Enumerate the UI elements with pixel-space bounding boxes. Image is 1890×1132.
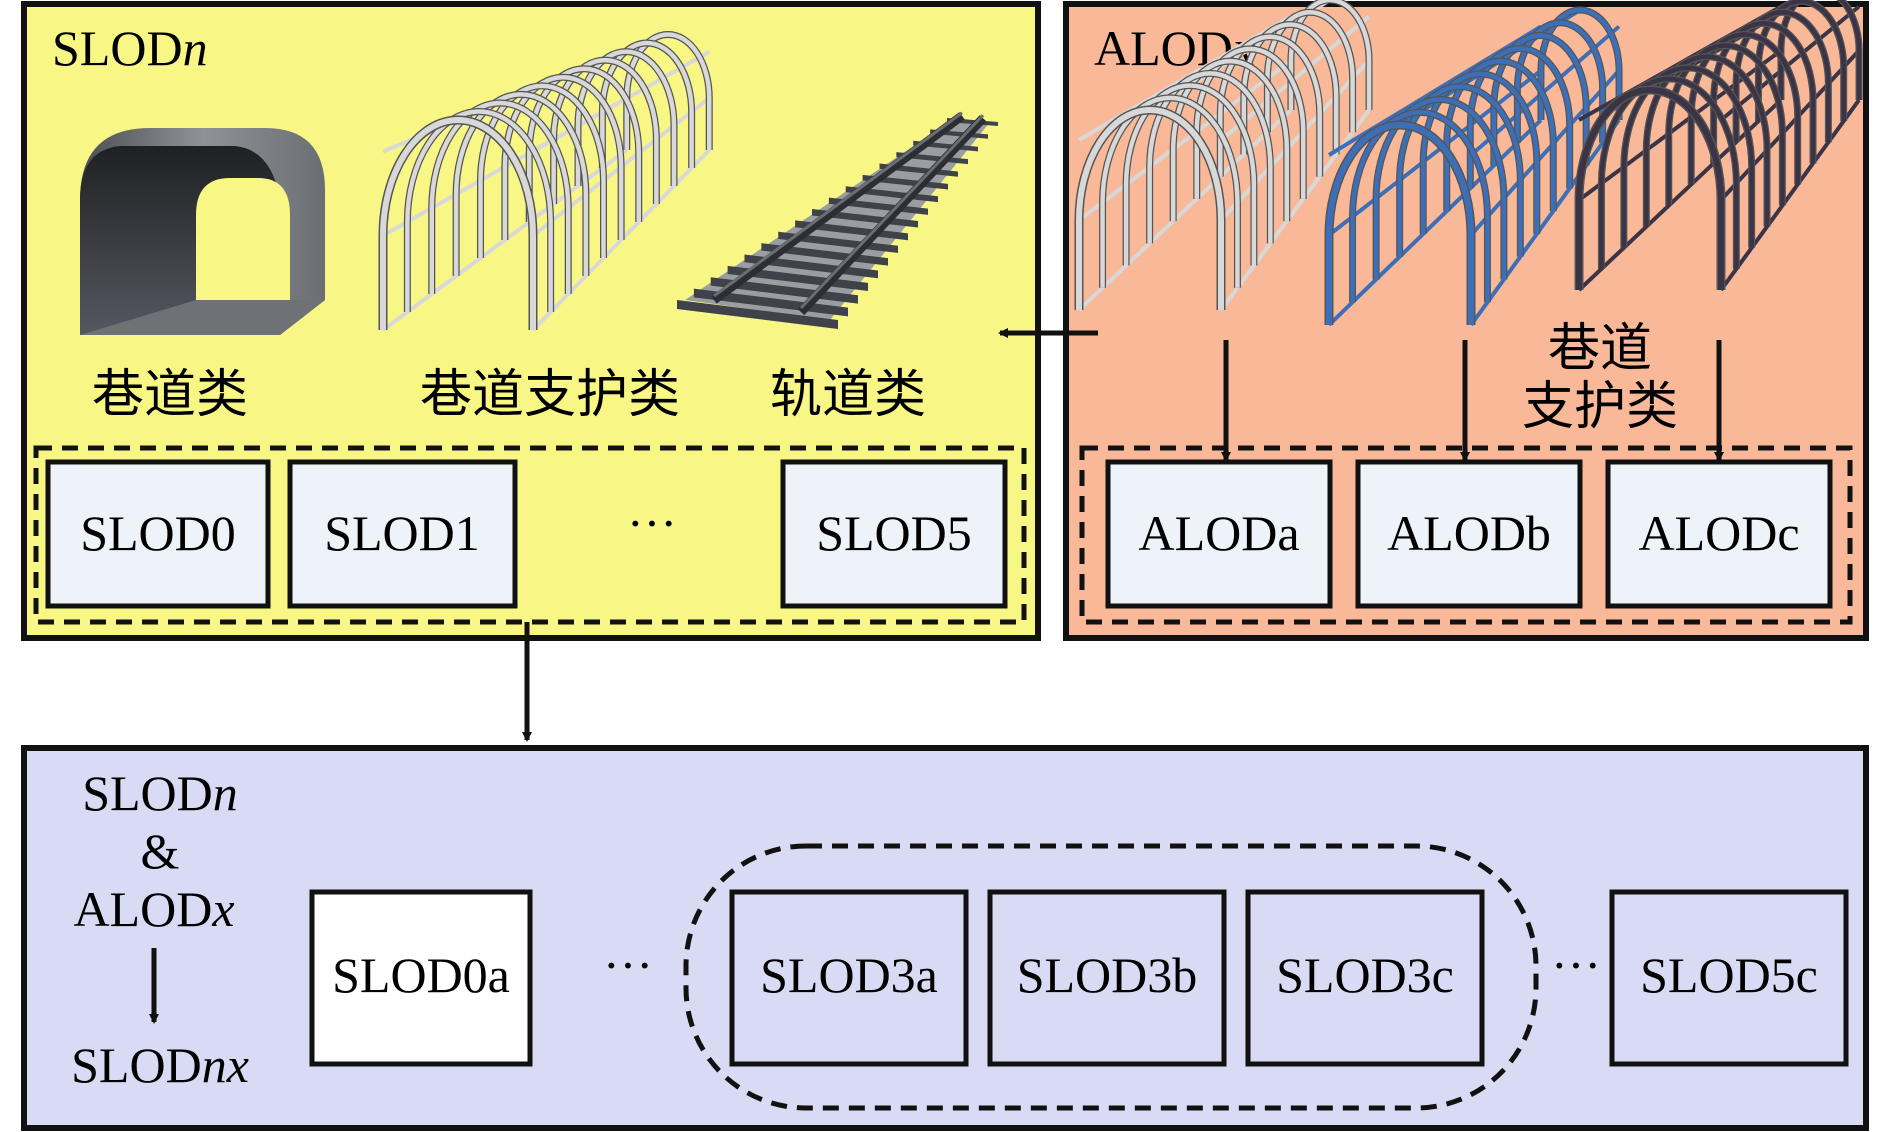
- alod-levels-group-outline: [1079, 445, 1853, 625]
- alod-level-box-a: ALODa: [1105, 459, 1333, 609]
- svg-text:SLOD3b: SLOD3b: [1017, 947, 1198, 1003]
- svg-text:SLOD3c: SLOD3c: [1276, 947, 1454, 1003]
- combined-label-alodx: ALODx: [73, 881, 234, 937]
- slod-level-box-5: SLOD5: [780, 459, 1008, 609]
- category-track: 轨道类: [770, 367, 926, 424]
- slod-level-box-0: SLOD0: [45, 459, 271, 609]
- alod-category-line1: 巷道: [1548, 321, 1652, 378]
- slod-levels-group-outline: [33, 445, 1027, 625]
- combined-box-slod0a: SLOD0a: [309, 889, 533, 1067]
- alod-level-box-b: ALODb: [1355, 459, 1583, 609]
- tunnel-icon: [80, 128, 325, 335]
- slod-ellipsis: ···: [627, 495, 677, 551]
- svg-text:ALODa: ALODa: [1138, 505, 1299, 561]
- combined-label-slodn: SLODn: [82, 765, 238, 821]
- combined-panel: SLODn & ALODx SLODnx SLOD0a ··· SLOD3a S…: [21, 745, 1869, 1131]
- alod-level-box-c: ALODc: [1605, 459, 1833, 609]
- combined-box-slod3c: SLOD3c: [1245, 889, 1485, 1067]
- support-frame-dark-icon: [1574, 0, 1863, 292]
- svg-text:SLOD5: SLOD5: [816, 505, 972, 561]
- alod-panel: ALODx 巷道 支护类 ALODa ALODb ALODc: [1063, 0, 1869, 641]
- slod-level-box-1: SLOD1: [287, 459, 518, 609]
- svg-text:SLOD3a: SLOD3a: [760, 947, 938, 1003]
- combined-ellipsis-2: ···: [1551, 937, 1601, 993]
- svg-text:SLOD0: SLOD0: [80, 505, 236, 561]
- combined-box-slod5c: SLOD5c: [1609, 889, 1849, 1067]
- combined-label-amp: &: [141, 823, 180, 879]
- category-roadway-support: 巷道支护类: [420, 367, 680, 424]
- track-icon: [677, 111, 998, 329]
- support-frame-white-icon: [1074, 0, 1373, 312]
- slod-panel-title: SLODn: [52, 20, 208, 76]
- support-frame-blue-icon: [1324, 6, 1623, 327]
- svg-text:SLOD0a: SLOD0a: [332, 947, 510, 1003]
- alod-category-line2: 支护类: [1522, 379, 1678, 436]
- combined-label-slodnx: SLODnx: [71, 1037, 249, 1093]
- svg-text:ALODb: ALODb: [1387, 505, 1551, 561]
- slod-panel: SLODn 巷道类 巷道支护类 轨道类 SLOD0 SLOD1 ··· SLOD…: [21, 1, 1041, 641]
- support-frames-icon: [378, 31, 713, 332]
- category-roadway: 巷道类: [92, 367, 248, 424]
- combined-ellipsis-1: ···: [603, 937, 653, 993]
- combined-group-outline: [683, 843, 1539, 1111]
- combined-box-slod3a: SLOD3a: [729, 889, 969, 1067]
- svg-text:SLOD1: SLOD1: [324, 505, 480, 561]
- svg-text:SLOD5c: SLOD5c: [1640, 947, 1818, 1003]
- combined-box-slod3b: SLOD3b: [987, 889, 1227, 1067]
- svg-text:ALODc: ALODc: [1638, 505, 1799, 561]
